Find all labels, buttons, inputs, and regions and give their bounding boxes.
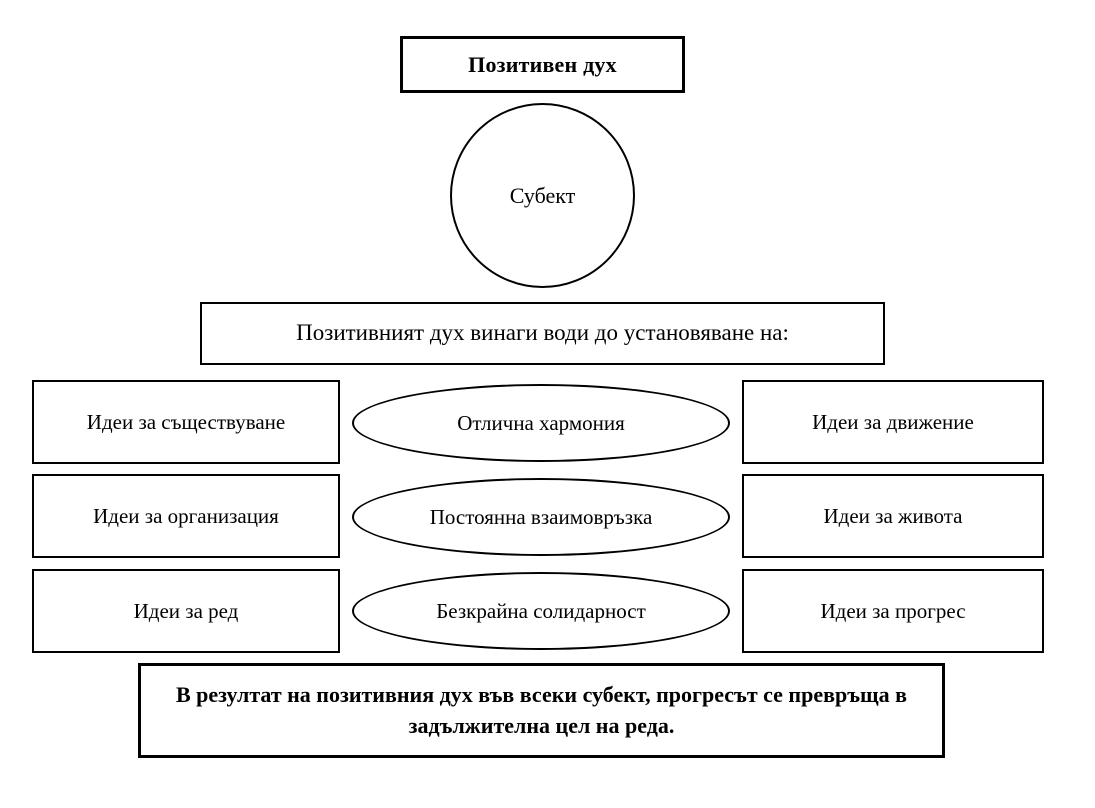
result-box: В резултат на позитивния дух във всеки с… <box>138 663 945 758</box>
right-box-movement: Идеи за движение <box>742 380 1044 464</box>
ellipse-harmony: Отлична хармония <box>352 384 730 462</box>
ellipse-interconnection: Постоянна взаимовръзка <box>352 478 730 556</box>
subject-circle: Субект <box>450 103 635 288</box>
left-box-organization: Идеи за организация <box>32 474 340 558</box>
statement-box: Позитивният дух винаги води до установяв… <box>200 302 885 365</box>
right-box-life: Идеи за живота <box>742 474 1044 558</box>
right-box-progress: Идеи за прогрес <box>742 569 1044 653</box>
title-box: Позитивен дух <box>400 36 685 93</box>
left-box-order: Идеи за ред <box>32 569 340 653</box>
left-box-existence: Идеи за съществуване <box>32 380 340 464</box>
ellipse-solidarity: Безкрайна солидарност <box>352 572 730 650</box>
